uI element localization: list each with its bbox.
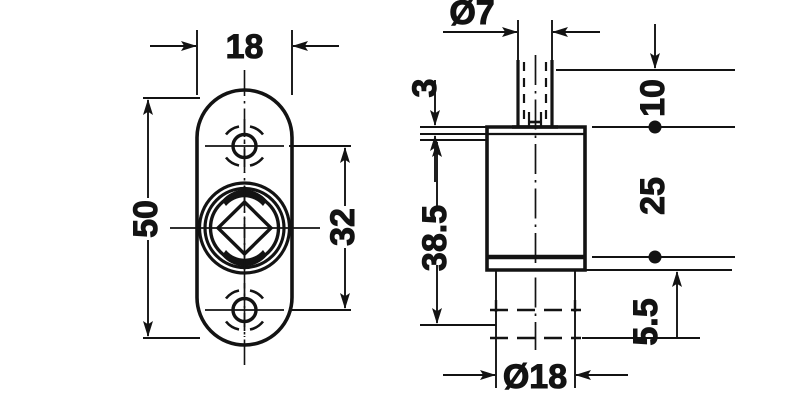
dimension-dot-25 [648, 250, 662, 264]
dimension-label-32: 32 [324, 208, 362, 246]
dimension-label-50: 50 [127, 200, 165, 238]
top-mounting-hole [205, 119, 284, 173]
dimension-label-5-5: 5.5 [627, 298, 665, 345]
side-view-dimensions: Ø7 3 10 25 38. [405, 0, 735, 397]
dimension-10: 10 [556, 24, 735, 134]
dimension-dot-10 [648, 120, 662, 134]
dimension-3: 3 [405, 78, 487, 182]
dimension-32: 32 [289, 145, 362, 311]
dimension-label-3: 3 [406, 79, 444, 98]
dimension-label-10: 10 [634, 79, 672, 117]
dimension-18: 18 [150, 28, 339, 95]
dimension-5-5: 5.5 [582, 269, 732, 346]
dimension-dia18: Ø18 [443, 340, 628, 397]
threaded-stem [512, 60, 558, 129]
front-view-dimensions: 18 50 32 [126, 28, 362, 339]
dimension-dia7: Ø7 [443, 0, 600, 62]
escutcheon-plate-outline [195, 88, 294, 347]
bottom-mounting-hole [205, 283, 284, 337]
dimension-label-25: 25 [634, 177, 672, 215]
dimension-label-18: 18 [226, 28, 264, 66]
cam-lock-notches [222, 189, 267, 267]
dimension-38-5: 38.5 [415, 139, 496, 326]
front-view [170, 70, 320, 365]
side-view [485, 55, 587, 350]
dimension-label-dia18: Ø18 [503, 358, 567, 396]
dimension-label-dia7: Ø7 [449, 0, 494, 32]
dimension-50: 50 [126, 97, 200, 339]
dimension-25: 25 [592, 177, 735, 264]
dimension-label-38-5: 38.5 [416, 205, 454, 271]
cam-lock-cylinder [170, 181, 320, 275]
